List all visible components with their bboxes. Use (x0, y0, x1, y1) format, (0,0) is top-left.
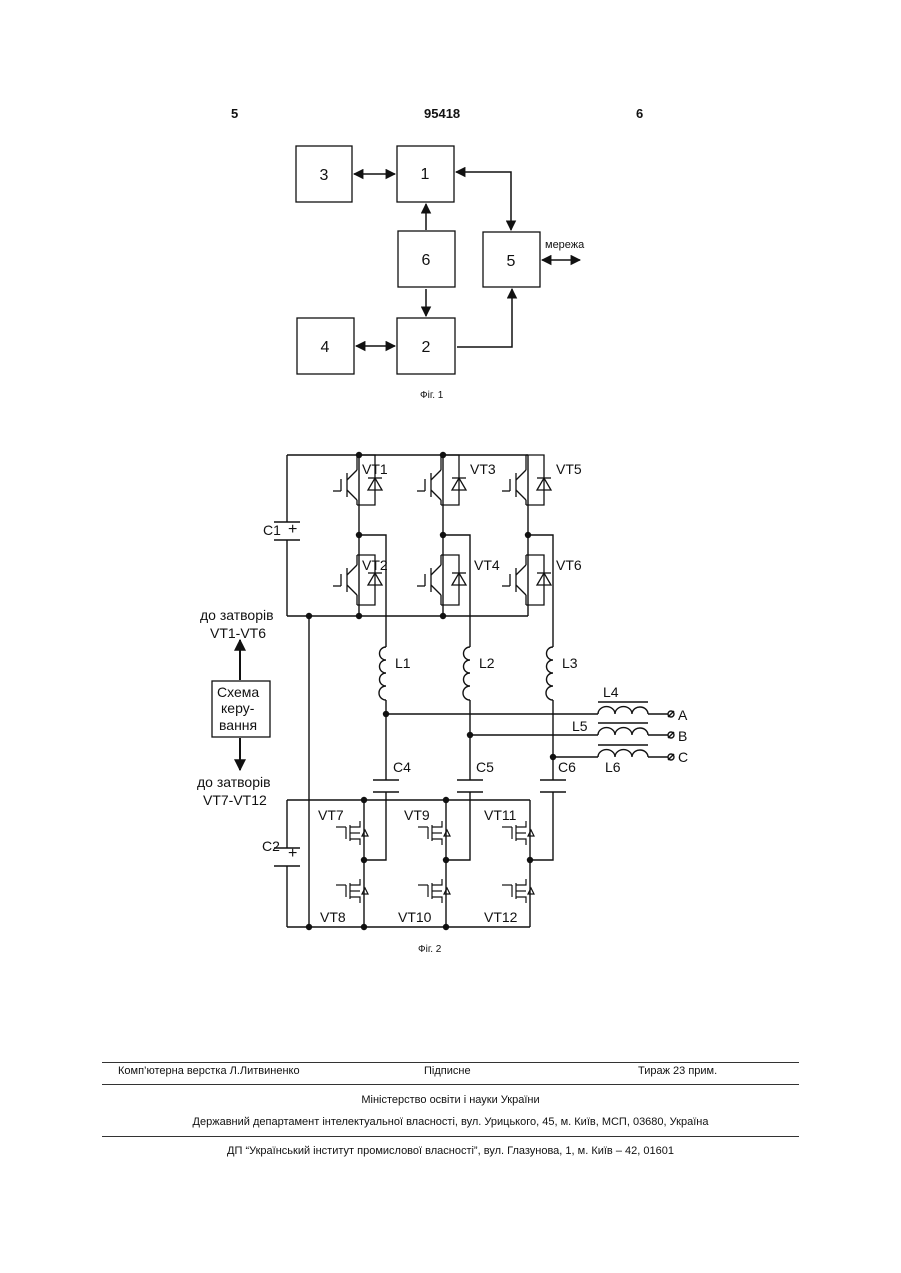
label-l4: L4 (603, 684, 619, 700)
label-vt7: VT7 (318, 807, 344, 823)
typesetting-credit: Комп’ютерна верстка Л.Литвиненко (118, 1065, 300, 1077)
label-l5: L5 (572, 718, 588, 734)
label-vt10: VT10 (398, 909, 432, 925)
label-c1: C1 (263, 522, 281, 538)
label-c4: C4 (393, 759, 411, 775)
label-vt8: VT8 (320, 909, 346, 925)
gate-bottom-line2: VT7-VT12 (203, 792, 267, 808)
control-line3: вання (219, 717, 257, 733)
control-line1: Схема (217, 684, 259, 700)
circulation-note: Тираж 23 прим. (638, 1065, 717, 1077)
institute-address: ДП “Український інститут промислової вла… (0, 1145, 901, 1157)
output-a: A (678, 707, 688, 723)
output-b: B (678, 728, 687, 744)
signed-note: Підписне (424, 1065, 471, 1077)
label-vt12: VT12 (484, 909, 518, 925)
inductor-symbols (379, 647, 674, 760)
ministry-name: Міністерство освіти і науки України (0, 1094, 901, 1106)
label-c2: C2 (262, 838, 280, 854)
c2-plus-sign: + (288, 845, 297, 862)
label-vt5: VT5 (556, 461, 582, 477)
label-vt4: VT4 (474, 557, 500, 573)
gate-top-line2: VT1-VT6 (210, 625, 266, 641)
label-l2: L2 (479, 655, 495, 671)
gate-bottom-line1: до затворів (197, 774, 271, 790)
igbt-symbols (333, 455, 551, 605)
footer-rule-bottom (102, 1136, 799, 1137)
label-vt6: VT6 (556, 557, 582, 573)
output-c: C (678, 749, 688, 765)
label-l3: L3 (562, 655, 578, 671)
label-c6: C6 (558, 759, 576, 775)
label-vt9: VT9 (404, 807, 430, 823)
footer-rule-top (102, 1062, 799, 1063)
junction-dots (306, 452, 556, 930)
c1-plus-sign: + (288, 521, 297, 538)
label-vt1: VT1 (362, 461, 388, 477)
label-vt11: VT11 (484, 807, 517, 823)
gate-top-line1: до затворів (200, 607, 274, 623)
label-l6: L6 (605, 759, 621, 775)
department-address: Державний департамент інтелектуальної вл… (0, 1116, 901, 1128)
control-line2: керу- (221, 700, 255, 716)
label-vt2: VT2 (362, 557, 388, 573)
footer-rule-middle (102, 1084, 799, 1085)
label-c5: C5 (476, 759, 494, 775)
figure-2-circuit: VT1 VT2 VT3 VT4 VT5 VT6 VT7 VT8 VT9 VT10… (0, 0, 901, 1000)
label-vt3: VT3 (470, 461, 496, 477)
label-l1: L1 (395, 655, 411, 671)
figure-2-caption: Фіг. 2 (418, 944, 442, 955)
